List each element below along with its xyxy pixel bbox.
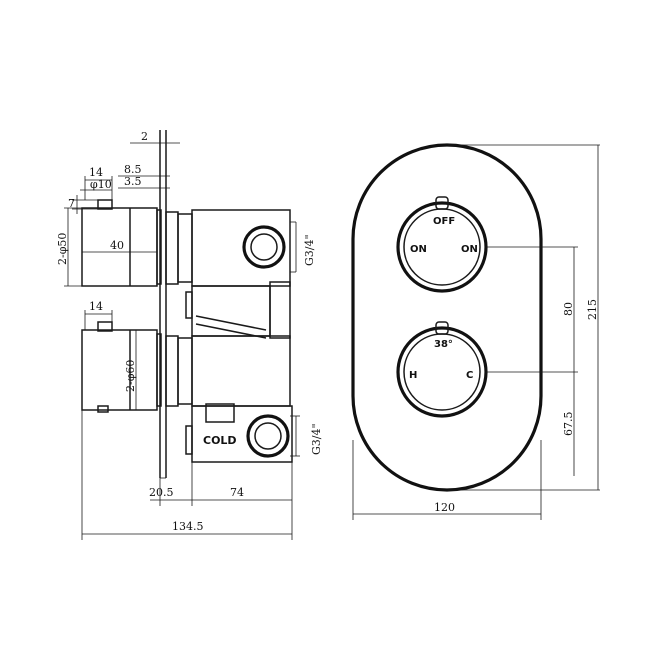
- upper-knob-pin: [97, 199, 113, 210]
- lower-inlet-outer: [246, 414, 290, 458]
- valve-diverter-cap: [269, 281, 291, 339]
- diverter-slash-1: [195, 315, 267, 331]
- dim-thread-upper: G3/4": [303, 234, 316, 266]
- upper-outlet-inner: [250, 233, 278, 261]
- lower-spacer: [165, 335, 179, 407]
- lower-dial-hot: H: [409, 370, 417, 381]
- dim-pin-inset: 3.5: [124, 175, 142, 188]
- lower-dial-temp: 38°: [434, 339, 453, 350]
- lower-dial-cold: C: [466, 370, 473, 381]
- dim-knob-offset-14: 14: [89, 166, 103, 179]
- upper-knob-flange: [156, 209, 162, 285]
- valve-inlet-body: [191, 405, 293, 463]
- upper-dial-on-left: ON: [410, 244, 427, 255]
- lower-inlet-inner: [254, 422, 282, 450]
- dim-thread-lower: G3/4": [310, 423, 323, 455]
- upper-dial-off: OFF: [433, 216, 455, 227]
- dim-lower-knob-diameter: 2-φ60: [124, 360, 137, 392]
- dim-knob-spacing: 80: [562, 302, 575, 316]
- upper-spacer-2: [177, 213, 193, 283]
- lower-dial-indicator: [435, 321, 449, 335]
- side-view: COLD 2 14 8.5 3.5 φ10 7 2-φ50 40: [56, 130, 323, 540]
- upper-outlet-outer: [242, 225, 286, 269]
- clip-2: [185, 425, 193, 455]
- cover-plate: [351, 143, 543, 492]
- dim-plate-thickness: 2: [141, 130, 148, 143]
- valve-lower-body: [191, 335, 291, 407]
- cold-label: COLD: [203, 434, 237, 447]
- dim-pin-offset: 8.5: [124, 163, 142, 176]
- upper-dial-indicator: [435, 196, 449, 210]
- lower-knob-flange: [156, 333, 162, 407]
- inlet-nut: [205, 403, 235, 423]
- lower-spacer-2: [177, 337, 193, 405]
- upper-dial-on-right: ON: [461, 244, 478, 255]
- lower-knob-body: [81, 329, 158, 411]
- dim-pin-diameter: φ10: [90, 178, 112, 191]
- dim-upper-knob-diameter: 2-φ50: [56, 233, 69, 265]
- dim-pin-height: 7: [68, 197, 75, 210]
- dim-lower-offset: 67.5: [562, 412, 575, 437]
- lower-knob-pin: [97, 321, 113, 332]
- dim-upper-knob-depth: 40: [110, 239, 124, 252]
- dim-total-height: 215: [586, 299, 599, 320]
- front-view: OFF ON ON 38° H C 80 67.5 215 120: [351, 143, 600, 520]
- valve-upper-body: [191, 209, 291, 287]
- dim-total-width: 120: [434, 501, 455, 514]
- dim-total-depth: 134.5: [172, 520, 204, 533]
- dim-lower-knob-offset-14: 14: [89, 300, 103, 313]
- clip-1: [185, 291, 193, 319]
- dim-body-depth: 74: [230, 486, 244, 499]
- dim-wall-gap: 20.5: [149, 486, 174, 499]
- lower-knob-pin-bottom: [97, 405, 109, 413]
- upper-spacer: [165, 211, 179, 285]
